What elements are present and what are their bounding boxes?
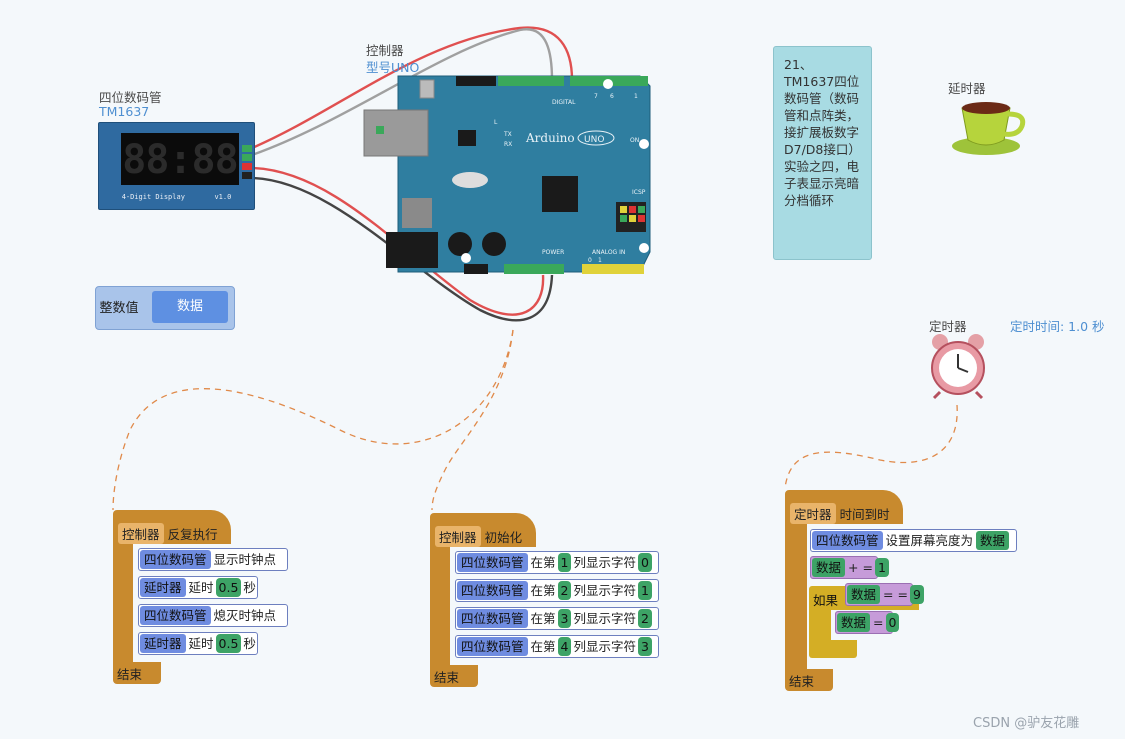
integer-variable[interactable]: 整数值 数据 <box>95 286 235 330</box>
block-timer[interactable]: 定时器 时间到时 四位数码管设置屏幕亮度为数据 数据+ =1 如果 数据= =9… <box>785 490 1025 692</box>
note-card[interactable]: 21、TM1637四位数码管（数码管和点阵类，接扩展板数字D7/D8接口）实验之… <box>773 46 872 260</box>
seven-segment-screen: 88:88 <box>121 133 239 185</box>
loop-hat-text: 反复执行 <box>167 527 218 542</box>
segment-digits: 88:88 <box>122 137 238 183</box>
timer-interval: 定时时间: 1.0 秒 <box>1010 319 1105 334</box>
timer-end: 结束 <box>785 669 833 691</box>
svg-text:ANALOG IN: ANALOG IN <box>592 249 625 256</box>
microcontroller-chip <box>542 176 578 212</box>
alarm-clock-icon[interactable] <box>926 332 990 400</box>
wire-gray <box>251 28 554 157</box>
stmt-show-colon[interactable]: 四位数码管显示时钟点 <box>138 548 288 571</box>
power-jack <box>386 232 438 268</box>
stmt-reset[interactable]: 数据=0 <box>835 611 900 634</box>
svg-text:DIGITAL: DIGITAL <box>552 99 576 106</box>
stmt-set-brightness[interactable]: 四位数码管设置屏幕亮度为数据 <box>810 529 1017 552</box>
board-version: v1.0 <box>214 193 232 201</box>
usb-port <box>363 109 429 157</box>
controller-title: 控制器 <box>366 43 404 58</box>
stmt-increment[interactable]: 数据+ =1 <box>810 556 889 579</box>
display-module-model: TM1637 <box>99 104 150 119</box>
wire-black <box>251 176 554 322</box>
controller-model: 型号UNO <box>366 60 420 75</box>
loop-end: 结束 <box>113 662 161 684</box>
dashed-link-timer <box>784 404 958 489</box>
board-label: 4-Digit Display <box>121 193 185 201</box>
init-hat-text: 初始化 <box>484 530 523 545</box>
delayer-title: 延时器 <box>948 81 986 96</box>
variable-name[interactable]: 数据 <box>152 291 228 323</box>
wire-red-bottom <box>251 166 545 316</box>
note-text: 21、TM1637四位数码管（数码管和点阵类，接扩展板数字D7/D8接口）实验之… <box>784 57 861 208</box>
svg-text:ICSP: ICSP <box>632 189 646 196</box>
uno-label: UNO <box>584 135 604 145</box>
svg-text:0: 0 <box>588 257 592 264</box>
reset-button <box>419 79 435 99</box>
variable-type-label: 整数值 <box>99 301 139 316</box>
svg-text:ON: ON <box>630 137 639 144</box>
loop-hat-chip: 控制器 <box>118 523 164 544</box>
timer-hat-chip: 定时器 <box>790 503 836 524</box>
stmt-hide-colon[interactable]: 四位数码管熄灭时钟点 <box>138 604 288 627</box>
svg-text:POWER: POWER <box>542 249 564 256</box>
init-end: 结束 <box>430 665 478 687</box>
svg-text:6: 6 <box>610 93 614 100</box>
arduino-brand: Arduino <box>525 131 575 145</box>
watermark: CSDN @驴友花雕 <box>973 716 1080 731</box>
dashed-link-init <box>431 329 514 511</box>
display-module-title: 四位数码管 <box>99 90 162 105</box>
wire-red-top <box>251 26 574 150</box>
svg-text:TX: TX <box>503 131 512 138</box>
if-block[interactable]: 如果 数据= =9 数据=0 <box>809 583 924 664</box>
svg-text:L: L <box>494 119 498 126</box>
teacup-icon[interactable] <box>948 96 1028 160</box>
timer-title: 定时器 <box>929 319 967 334</box>
svg-text:7: 7 <box>594 93 598 100</box>
dashed-link-loop <box>112 329 514 511</box>
arduino-uno-board[interactable]: Arduino UNO ON DIGITAL ICSP POWER ANALOG… <box>362 72 662 282</box>
if-label: 如果 <box>813 593 839 608</box>
timer-hat-text: 时间到时 <box>839 507 890 522</box>
init-hat-chip: 控制器 <box>435 526 481 547</box>
svg-text:RX: RX <box>504 141 512 148</box>
svg-text:1: 1 <box>634 93 638 100</box>
tm1637-display-module[interactable]: 88:88 4-Digit Display v1.0 <box>98 122 255 210</box>
if-condition[interactable]: 数据= =9 <box>845 583 924 606</box>
svg-text:1: 1 <box>598 257 602 264</box>
